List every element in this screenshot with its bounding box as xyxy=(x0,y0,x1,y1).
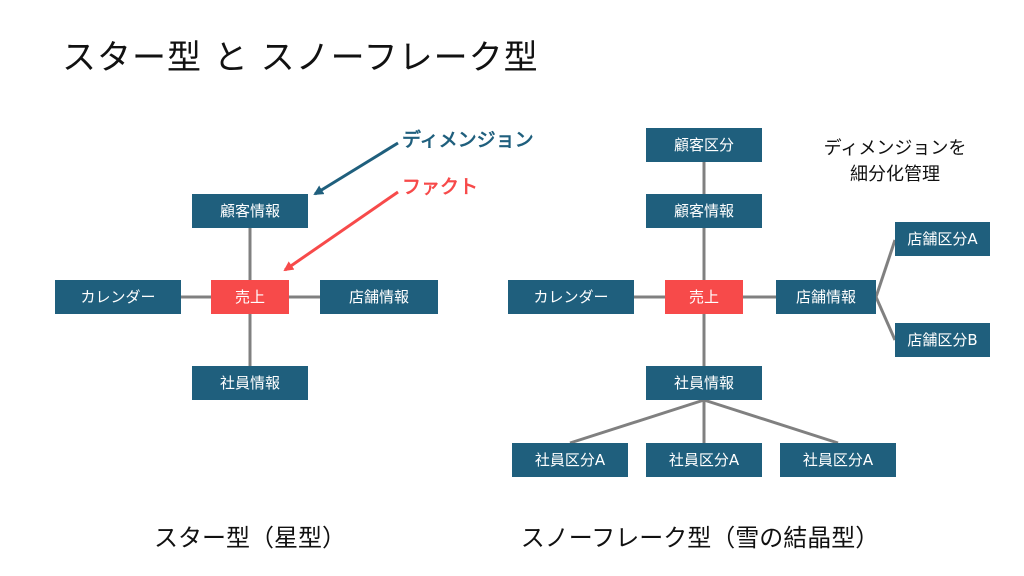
star-caption: スター型（星型） xyxy=(154,524,346,552)
snow-calendar-box: カレンダー xyxy=(508,280,634,314)
star-store-box: 店舗情報 xyxy=(320,280,438,314)
snow-note-line2: 細分化管理 xyxy=(850,164,940,185)
snow-store-box: 店舗情報 xyxy=(776,280,876,314)
snow-line-emp-a1 xyxy=(569,398,705,445)
snowflake-caption: スノーフレーク型（雪の結晶型） xyxy=(520,524,880,552)
snow-store-segment-b-box: 店舗区分B xyxy=(895,323,990,357)
dimension-arrow xyxy=(313,141,399,196)
star-employee-box: 社員情報 xyxy=(192,366,308,400)
star-calendar-box: カレンダー xyxy=(55,280,181,314)
snow-store-segment-a-box: 店舗区分A xyxy=(895,222,990,256)
snow-employee-segment-box: 社員区分A xyxy=(512,443,628,477)
fact-legend-label: ファクト xyxy=(402,176,479,198)
snow-line-store-b xyxy=(874,296,897,341)
page-title: スター型 と スノーフレーク型 xyxy=(62,38,539,78)
snow-employee-box: 社員情報 xyxy=(646,366,762,400)
snow-customer-segment-box: 顧客区分 xyxy=(646,128,762,162)
dimension-legend-label: ディメンジョン xyxy=(402,129,534,151)
snow-line-emp-a3 xyxy=(703,398,839,445)
fact-arrow xyxy=(283,190,399,272)
snow-employee-segment-box: 社員区分A xyxy=(646,443,762,477)
star-sales-fact-box: 売上 xyxy=(211,280,289,314)
snow-customer-box: 顧客情報 xyxy=(646,194,762,228)
snow-note: ディメンジョンを 細分化管理 xyxy=(790,136,1000,188)
snow-note-line1: ディメンジョンを xyxy=(823,138,967,159)
snow-line-store-a xyxy=(874,239,897,298)
snow-employee-segment-box: 社員区分A xyxy=(780,443,896,477)
star-customer-box: 顧客情報 xyxy=(192,194,308,228)
snow-sales-fact-box: 売上 xyxy=(665,280,743,314)
